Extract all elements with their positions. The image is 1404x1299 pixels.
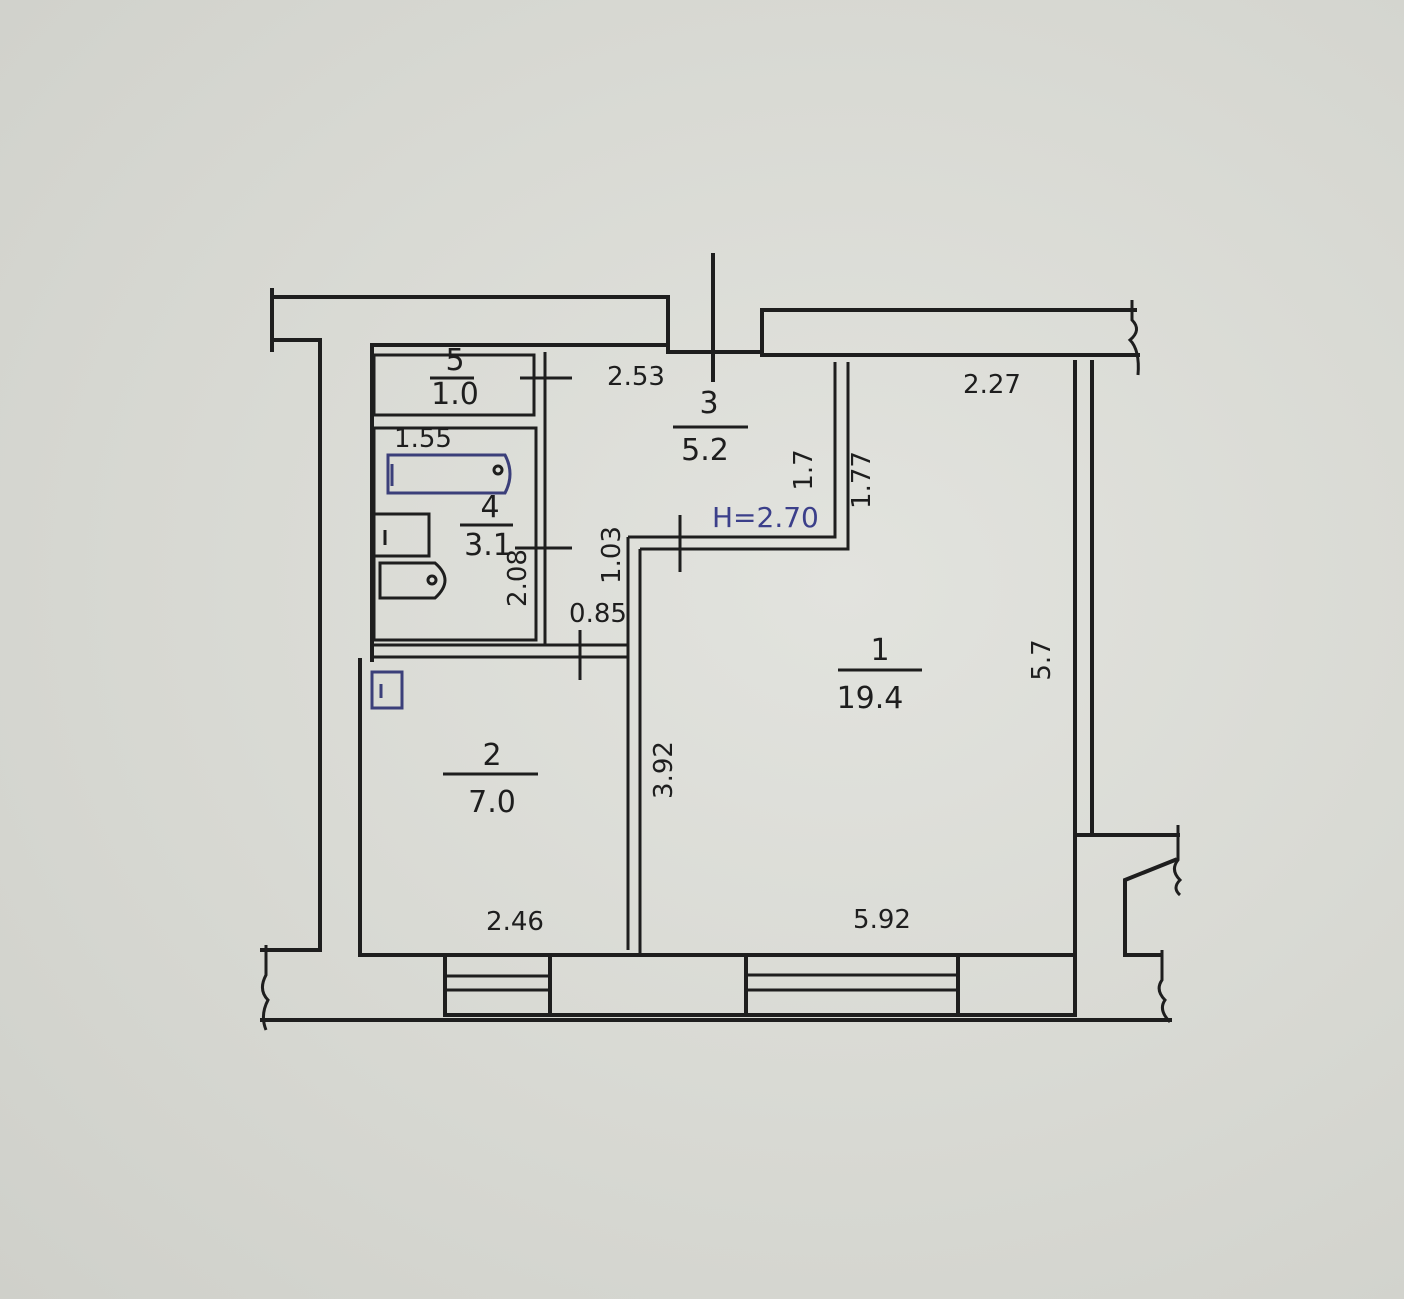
svg-text:5.2: 5.2 xyxy=(681,433,729,468)
svg-text:1.7: 1.7 xyxy=(789,449,819,490)
svg-text:7.0: 7.0 xyxy=(468,785,516,820)
boiler-icon xyxy=(370,670,404,710)
room-3-label: 3 5.2 xyxy=(673,386,748,468)
room-4-label: 4 3.1 xyxy=(460,490,513,563)
room-2-label: 2 7.0 xyxy=(443,738,538,820)
svg-text:3.92: 3.92 xyxy=(649,741,679,799)
svg-text:3: 3 xyxy=(699,386,718,421)
svg-text:5: 5 xyxy=(445,343,464,378)
room-5-label: 5 1.0 xyxy=(430,343,479,412)
svg-text:2.46: 2.46 xyxy=(486,907,544,937)
svg-text:3.1: 3.1 xyxy=(464,528,512,563)
fixtures xyxy=(370,453,512,710)
svg-text:2: 2 xyxy=(482,738,501,773)
svg-text:2.08: 2.08 xyxy=(503,549,533,607)
toilet-icon xyxy=(378,561,447,600)
sink-icon xyxy=(372,512,431,558)
svg-text:1: 1 xyxy=(870,633,889,668)
svg-text:0.85: 0.85 xyxy=(569,599,627,629)
svg-text:1.77: 1.77 xyxy=(847,451,877,509)
svg-text:5.7: 5.7 xyxy=(1027,639,1057,680)
ceiling-height-label: H=2.70 xyxy=(712,501,819,534)
svg-text:1.55: 1.55 xyxy=(394,424,452,454)
exterior-walls xyxy=(260,253,1183,1031)
svg-text:2.27: 2.27 xyxy=(963,370,1021,400)
svg-text:4: 4 xyxy=(480,490,499,525)
svg-text:19.4: 19.4 xyxy=(837,681,904,716)
svg-text:1.03: 1.03 xyxy=(597,526,627,584)
bathtub-icon xyxy=(386,453,512,495)
svg-text:2.53: 2.53 xyxy=(607,362,665,392)
room-1-label: 1 19.4 xyxy=(837,633,922,716)
svg-text:1.0: 1.0 xyxy=(431,377,479,412)
dimensions: 2.53 2.27 1.55 1.7 1.77 1.03 2.08 0.85 3… xyxy=(394,362,1057,937)
interior-walls xyxy=(372,352,850,955)
svg-text:5.92: 5.92 xyxy=(853,905,911,935)
